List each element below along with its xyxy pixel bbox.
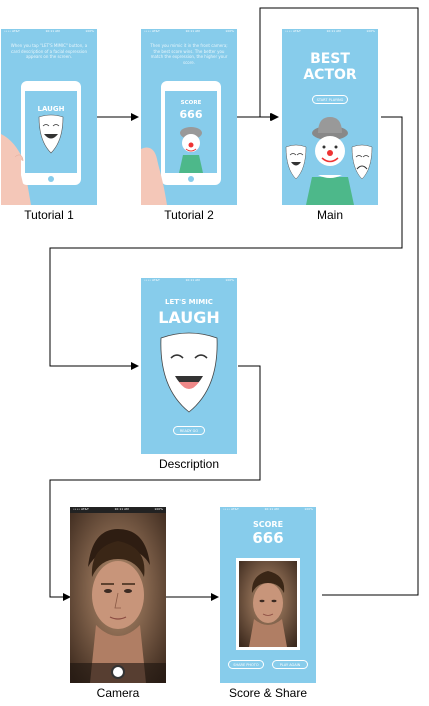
main-title-line1: BEST (310, 51, 350, 67)
share-photo-button[interactable]: SHARE PHOTO (228, 660, 264, 669)
score-label: SCORE (252, 520, 284, 529)
description-subtitle: LET'S MIMIC (165, 298, 213, 306)
svg-text:LAUGH: LAUGH (38, 105, 65, 113)
laugh-mask-illustration (160, 332, 218, 413)
arrow-main-to-description (49, 116, 403, 370)
ready-go-button[interactable]: READY GO (173, 426, 205, 435)
score-value: 666 (252, 529, 284, 547)
svg-text:666: 666 (180, 108, 203, 121)
shutter-button[interactable] (111, 665, 125, 679)
caption-description: Description (158, 457, 220, 471)
caption-score-share: Score & Share (228, 686, 308, 700)
tutorial2-text: Then you mimic it in the front camera; t… (150, 43, 228, 65)
arrow-score-to-main (259, 7, 419, 596)
camera-portrait-photo (70, 513, 166, 683)
phone-score-illustration: SCORE 666 (141, 81, 221, 205)
caption-main: Main (316, 208, 343, 222)
play-again-button[interactable]: PLAY AGAIN (272, 660, 308, 669)
caption-tutorial1: Tutorial 1 (24, 208, 74, 222)
clown-masks-illustration (285, 117, 373, 205)
start-playing-button[interactable]: START PLAYING (312, 95, 348, 104)
tutorial1-text: When you tap "LET'S MIMIC" button, a car… (10, 43, 88, 59)
phone-in-hand-illustration: LAUGH (1, 81, 81, 205)
main-title-line2: ACTOR (303, 67, 357, 83)
score-photo-frame (236, 558, 300, 650)
svg-text:SCORE: SCORE (181, 100, 202, 106)
arrow-description-to-camera (49, 365, 261, 601)
description-word: LAUGH (158, 308, 220, 327)
score-photo (239, 561, 297, 647)
caption-tutorial2: Tutorial 2 (164, 208, 214, 222)
caption-camera: Camera (96, 686, 140, 700)
